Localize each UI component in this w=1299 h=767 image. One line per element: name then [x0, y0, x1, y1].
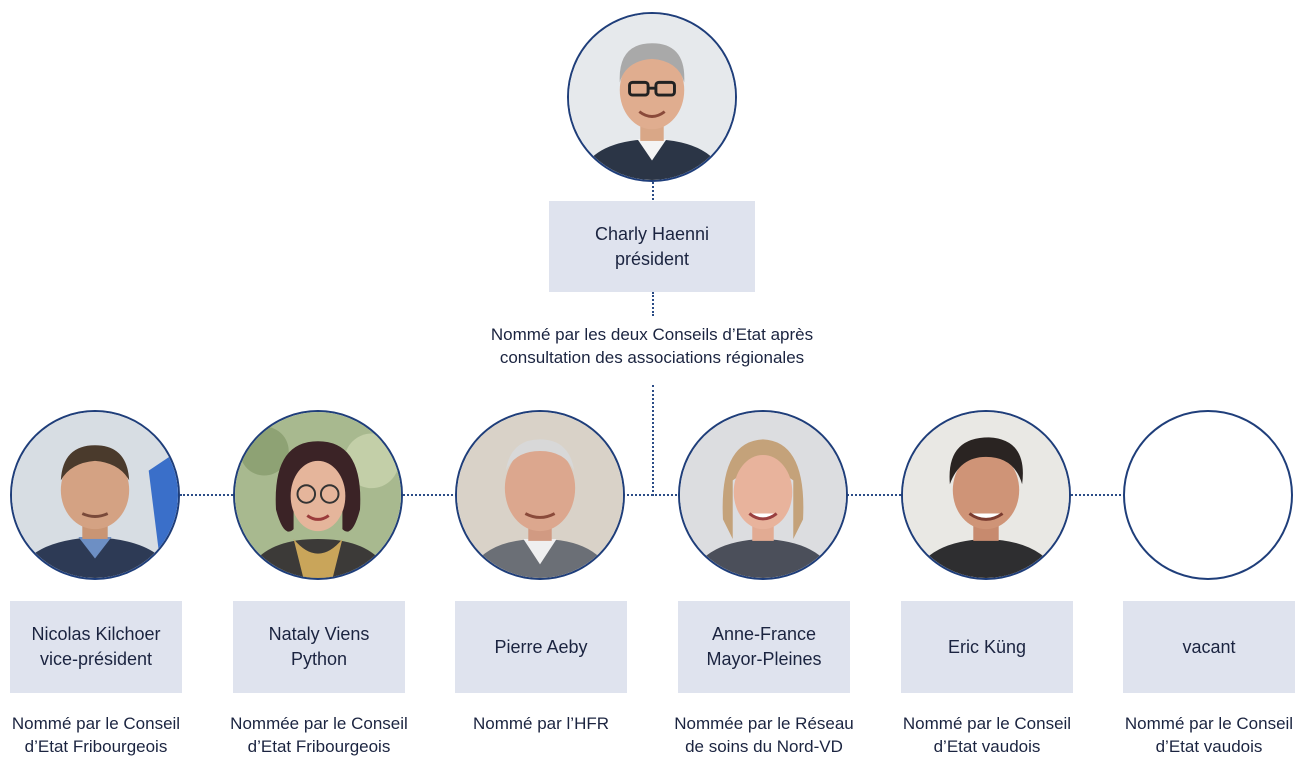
member-photo: [10, 410, 180, 580]
member-appointment-line1: Nommée par le Conseil: [230, 714, 408, 733]
connector-members-row: [180, 494, 1125, 496]
connector-president-photo-to-box: [652, 182, 654, 200]
member-photo: [233, 410, 403, 580]
president-appointment-line1: Nommé par les deux Conseils d’Etat après: [490, 325, 814, 344]
member-appointment-line1: Nommé par le Conseil: [11, 714, 181, 733]
member-name: Nicolas Kilchoer: [31, 624, 161, 644]
member-appointment-line2: d’Etat Fribourgeois: [247, 737, 391, 756]
president-role: président: [614, 248, 690, 269]
portrait-icon: [569, 14, 735, 180]
member-name: Eric Küng: [947, 636, 1027, 657]
member-name: vacant: [1182, 636, 1236, 657]
member-photo-empty: [1123, 410, 1293, 580]
member-appointment-line2: d’Etat vaudois: [933, 737, 1041, 756]
member-appointment-line2: de soins du Nord-VD: [685, 737, 843, 756]
connector-president-box-to-caption: [652, 292, 654, 316]
portrait-icon: [235, 412, 401, 578]
member-name: Anne-France: [711, 624, 817, 644]
member-name: Nataly Viens: [268, 624, 370, 644]
member-appointment: Nommé par le Conseil d’Etat vaudois: [1109, 712, 1299, 758]
member-name-box: Nataly Viens Python: [233, 601, 405, 693]
member-name-box: vacant: [1123, 601, 1295, 693]
member-name: Pierre Aeby: [494, 636, 588, 657]
member-role: Mayor-Pleines: [706, 649, 822, 669]
member-role: vice-président: [39, 649, 153, 669]
member-appointment: Nommé par le Conseil d’Etat Fribourgeois: [0, 712, 192, 758]
member-appointment: Nommée par le Réseau de soins du Nord-VD: [664, 712, 864, 758]
member-appointment-line2: d’Etat Fribourgeois: [24, 737, 168, 756]
member-photo: [678, 410, 848, 580]
member-name-box: Nicolas Kilchoer vice-président: [10, 601, 182, 693]
member-role: Python: [290, 649, 348, 669]
president-appointment: Nommé par les deux Conseils d’Etat après…: [452, 323, 852, 369]
member-appointment-line1: Nommé par le Conseil: [1124, 714, 1294, 733]
member-name-box: Pierre Aeby: [455, 601, 627, 693]
member-name-box: Anne-France Mayor-Pleines: [678, 601, 850, 693]
member-name-box: Eric Küng: [901, 601, 1073, 693]
member-appointment-line1: Nommé par l’HFR: [472, 714, 610, 733]
portrait-icon: [680, 412, 846, 578]
member-appointment-line1: Nommée par le Réseau: [674, 714, 854, 733]
member-photo: [901, 410, 1071, 580]
president-photo: [567, 12, 737, 182]
president-name: Charly Haenni: [594, 223, 710, 244]
member-photo: [455, 410, 625, 580]
member-appointment: Nommé par le Conseil d’Etat vaudois: [887, 712, 1087, 758]
portrait-icon: [457, 412, 623, 578]
connector-caption-to-row: [652, 385, 654, 496]
member-appointment-line2: d’Etat vaudois: [1155, 737, 1263, 756]
president-name-box: Charly Haenni président: [549, 201, 755, 292]
portrait-icon: [903, 412, 1069, 578]
member-appointment-line1: Nommé par le Conseil: [902, 714, 1072, 733]
member-appointment: Nommée par le Conseil d’Etat Fribourgeoi…: [219, 712, 419, 758]
president-appointment-line2: consultation des associations régionales: [499, 348, 805, 367]
portrait-icon: [12, 412, 178, 578]
member-appointment: Nommé par l’HFR: [441, 712, 641, 735]
